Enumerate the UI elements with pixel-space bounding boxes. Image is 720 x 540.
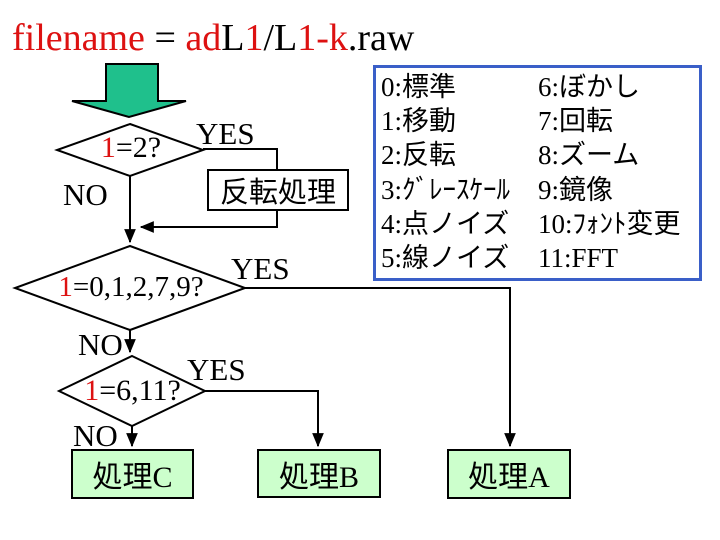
decision-3-variable: 1	[84, 374, 100, 407]
connector-yes-3	[205, 390, 324, 448]
decision-3-diamond	[56, 354, 208, 428]
title-segment: =	[144, 17, 186, 59]
decision-2-yes-label: YES	[231, 251, 290, 286]
title-segment: /L	[263, 17, 298, 59]
decision-3-yes-label: YES	[187, 352, 246, 387]
legend-item-2: 2:反転	[381, 140, 457, 171]
inversion-process-box	[207, 169, 349, 211]
process-b-label: 処理B	[278, 460, 359, 494]
legend-item-0: 0:標準	[381, 71, 457, 102]
title-segment: ad	[185, 17, 222, 59]
connector-yes-1	[203, 148, 278, 169]
legend-item-1: 1:移動	[381, 105, 457, 136]
decision-1-variable: 1	[100, 131, 116, 164]
process-b-box	[257, 449, 381, 498]
connector-merge-1	[139, 210, 278, 233]
legend-box: 0:標準 6:ぼかし 1:移動 7:回転 2:反転 8:ズーム 3:ｸﾞﾚｰｽｹ…	[373, 65, 702, 281]
decision-1-diamond	[54, 122, 206, 178]
process-a-label: 処理A	[468, 461, 550, 494]
decision-1-no-label: NO	[63, 177, 108, 212]
decision-1-condition: =2?	[115, 131, 162, 164]
decision-3-no-label: NO	[73, 418, 118, 453]
process-c-box	[71, 449, 194, 499]
title-segment: .raw	[347, 17, 415, 59]
legend-item-11: 11:FFT	[538, 243, 619, 274]
inversion-process-label: 反転処理	[219, 177, 336, 209]
down-arrow-shape	[71, 63, 187, 119]
title-segment: 1-k	[297, 17, 348, 59]
decision-2-diamond	[12, 244, 248, 332]
legend-item-10: 10:ﾌｫﾝﾄ変更	[538, 208, 681, 239]
legend-item-4: 4:点ノイズ	[381, 208, 510, 239]
process-a-box	[447, 449, 571, 499]
title-segment: filename	[12, 17, 145, 59]
title-segment: L	[221, 17, 245, 59]
legend-item-3: 3:ｸﾞﾚｰｽｹｰﾙ	[381, 174, 511, 205]
connector-yes-2	[245, 287, 516, 448]
decision-2-condition: =0,1,2,7,9?	[72, 271, 204, 303]
decision-2-variable: 1	[58, 271, 73, 303]
legend-item-7: 7:回転	[538, 105, 614, 136]
slide-title: filename = adL1/L1-k.raw	[12, 16, 414, 60]
process-c-label: 処理C	[92, 461, 173, 494]
legend-item-9: 9:鏡像	[538, 174, 614, 205]
legend-item-5: 5:線ノイズ	[381, 243, 510, 274]
decision-3-label: 1=6,11?	[60, 374, 205, 408]
legend-item-6: 6:ぼかし	[538, 71, 641, 102]
decision-1-yes-label: YES	[196, 116, 255, 151]
title-segment: 1	[244, 17, 264, 59]
decision-3-condition: =6,11?	[99, 374, 181, 407]
decision-1-label: 1=2?	[58, 131, 204, 165]
legend-item-8: 8:ズーム	[538, 140, 640, 171]
decision-2-no-label: NO	[78, 327, 123, 362]
decision-2-label: 1=0,1,2,7,9?	[18, 271, 244, 304]
